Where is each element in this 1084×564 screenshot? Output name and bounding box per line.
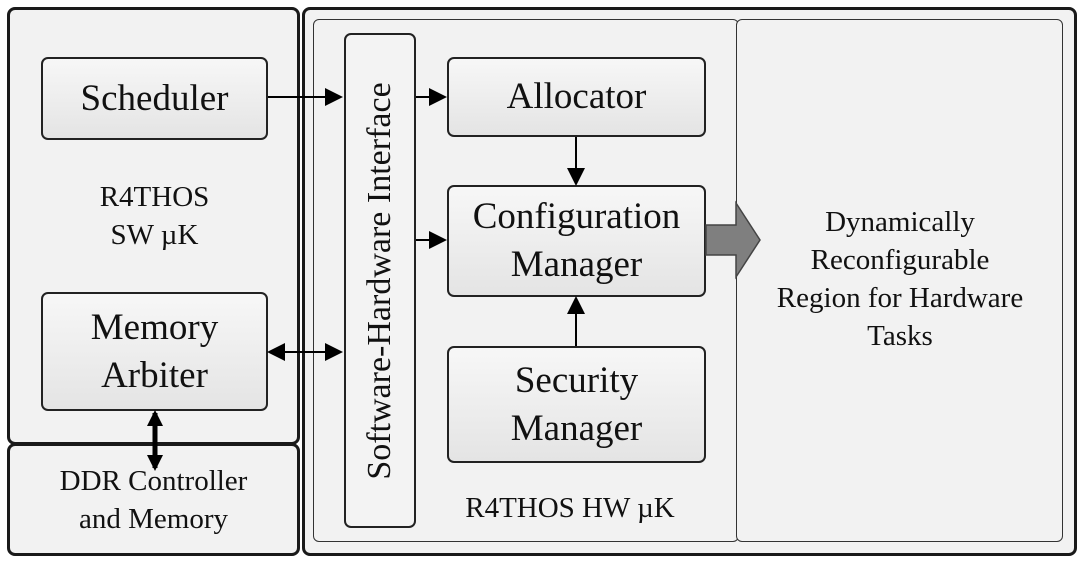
sw-kernel-label: R4THOS SW µK (99, 181, 210, 251)
scheduler-box: Scheduler (41, 57, 268, 140)
region-label: Dynamically Reconfigurable Region for Ha… (776, 206, 1024, 352)
reconfigurable-region (736, 19, 1063, 542)
config-to-region-arrow (705, 200, 761, 280)
hw-kernel-label: R4THOS HW µK (465, 492, 675, 524)
configuration-manager-box: Configuration Manager (447, 185, 706, 297)
security-manager-box: Security Manager (447, 346, 706, 463)
allocator-box: Allocator (447, 57, 706, 137)
scheduler-label: Scheduler (80, 77, 229, 119)
software-hardware-interface: Software-Hardware Interface (344, 33, 416, 528)
